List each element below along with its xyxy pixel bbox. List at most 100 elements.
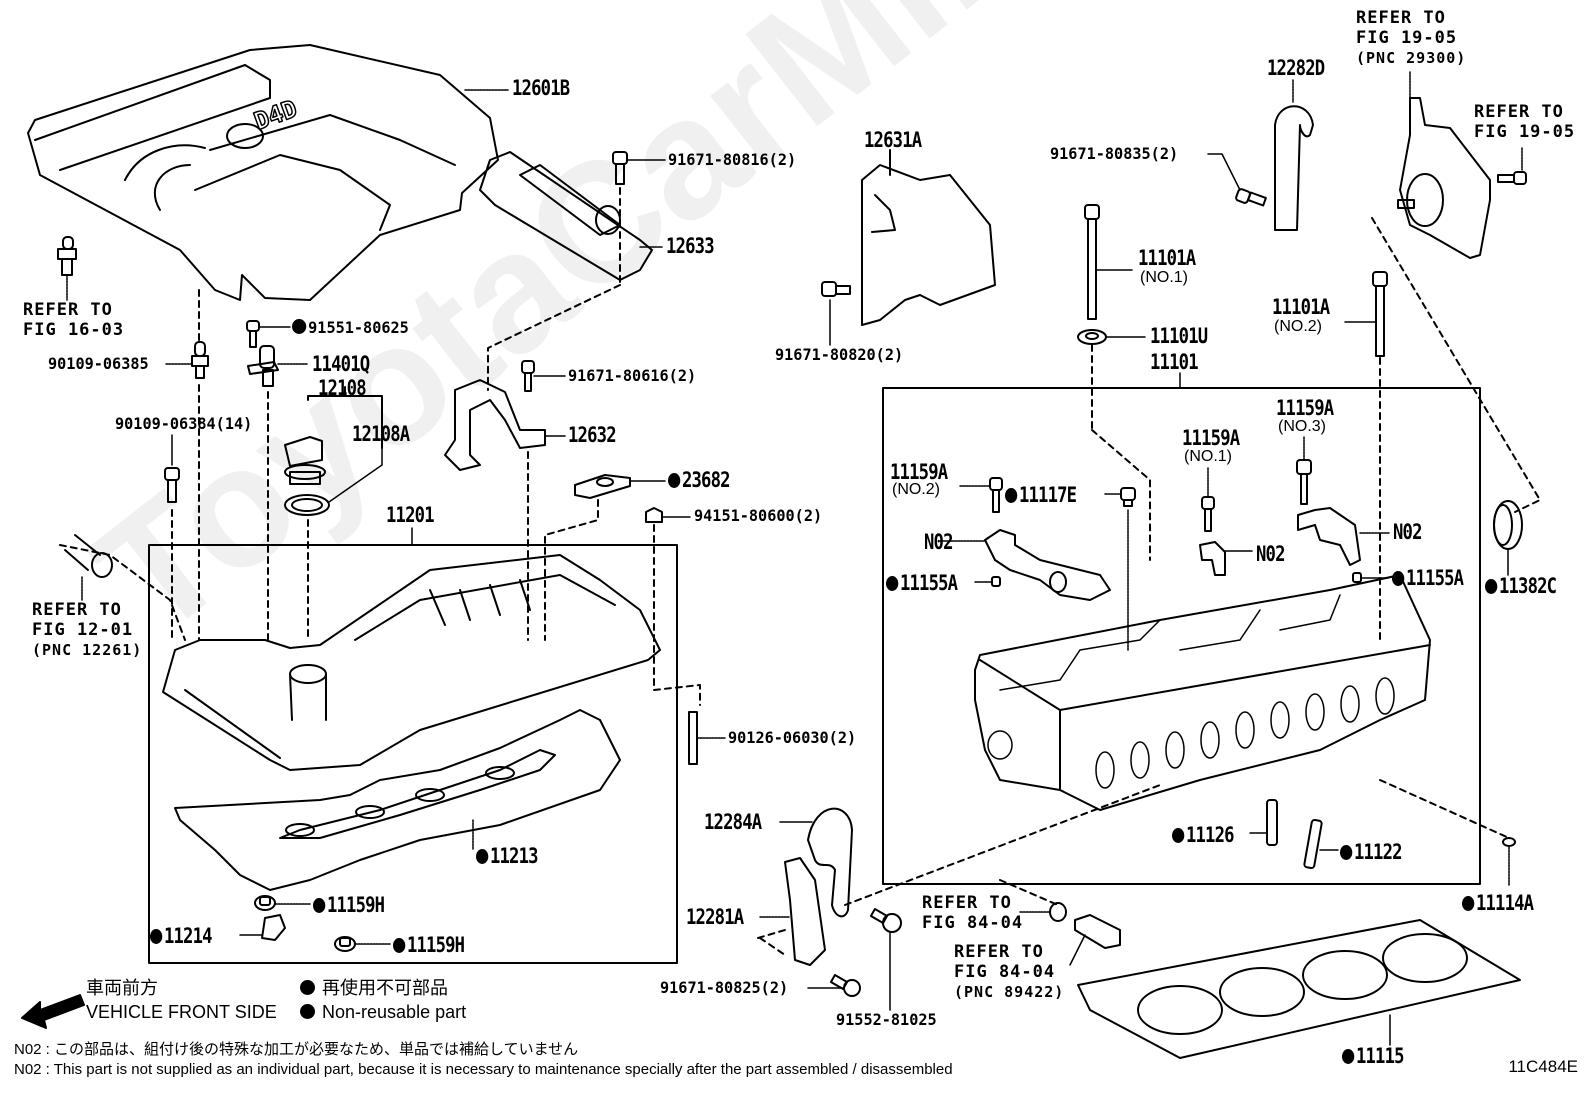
part-label-11214[interactable]: 11214	[150, 926, 213, 947]
part-label-n02-b[interactable]: N02	[1256, 542, 1285, 566]
refer-fig-84-04[interactable]: REFER TO FIG 84-04	[922, 893, 1024, 933]
part-label-94151-80600[interactable]: 94151-80600(2)	[694, 506, 823, 525]
dowel-11155a-a-drawing	[974, 576, 1001, 587]
part-sublabel-no1: (NO.1)	[1184, 448, 1232, 465]
part-label-90126-06030[interactable]: 90126-06030(2)	[728, 728, 857, 747]
part-label-90109-06384[interactable]: 90109-06384(14)	[115, 414, 253, 433]
part-sublabel-no1: (NO.1)	[1140, 269, 1188, 286]
refer-fig-16-03[interactable]: REFER TO FIG 16-03	[23, 300, 125, 340]
non-reusable-dot-icon	[1005, 488, 1018, 503]
part-label-12108a[interactable]: 12108A	[352, 422, 410, 446]
part-label-91552-81025[interactable]: 91552-81025	[836, 1010, 937, 1029]
non-reusable-dot-icon	[1392, 571, 1405, 586]
refer-fig-84-04-pnc[interactable]: REFER TO FIG 84-04 (PNC 89422)	[954, 942, 1065, 1001]
part-label-n02-a[interactable]: N02	[924, 530, 953, 554]
hook-12282d-drawing	[1274, 79, 1314, 231]
bolt-91671-80816-drawing	[487, 151, 666, 391]
bearing-cap-no3-drawing	[1297, 507, 1391, 566]
part-label-12601b[interactable]: 12601B	[512, 76, 570, 100]
part-label-11159h-b[interactable]: 11159H	[393, 935, 465, 956]
non-reusable-dot-icon	[393, 938, 406, 953]
cylinder-head-group-box	[882, 387, 1481, 885]
non-reusable-dot-icon	[886, 576, 899, 591]
part-sublabel-no2: (NO.2)	[1274, 318, 1322, 335]
hose-refer-12-01-icon	[64, 534, 113, 578]
vehicle-front-legend: 車両前方 VEHICLE FRONT SIDE	[86, 978, 277, 1022]
note-n02-en: N02 : This part is not supplied as an in…	[14, 1061, 953, 1078]
part-label-91671-80616[interactable]: 91671-80616(2)	[568, 366, 697, 385]
part-label-n02-c[interactable]: N02	[1393, 520, 1422, 544]
refer-fig-19-05-pnc[interactable]: REFER TO FIG 19-05 (PNC 29300)	[1356, 8, 1467, 67]
part-label-11101a-no2[interactable]: 11101A	[1272, 295, 1330, 319]
part-label-12282d[interactable]: 12282D	[1267, 56, 1325, 80]
note-n02-jp: N02 : この部品は、組付け後の特殊な加工が必要なため、単品では補給していませ…	[14, 1041, 579, 1058]
part-label-11382c[interactable]: 11382C	[1485, 576, 1557, 597]
non-reusable-dot-icon	[300, 980, 315, 995]
vacuum-pump-drawing	[1371, 71, 1541, 513]
bracket-12632-drawing	[444, 360, 566, 641]
refer-fig-12-01[interactable]: REFER TO FIG 12-01 (PNC 12261)	[32, 600, 143, 659]
seal-11159h-a-drawing	[254, 895, 311, 911]
engine-hanger-12281a-drawing	[757, 857, 826, 966]
bearing-cap-no2-drawing	[939, 529, 1111, 601]
part-label-11126[interactable]: 11126	[1172, 825, 1235, 846]
oil-seal-11382c-drawing	[1493, 500, 1523, 576]
part-label-11117e[interactable]: 11117E	[1005, 485, 1077, 506]
engine-hanger-12284a-drawing	[779, 807, 853, 918]
non-reusable-dot-icon	[150, 929, 163, 944]
part-label-11101[interactable]: 11101	[1150, 350, 1199, 374]
non-reusable-dot-icon	[1485, 579, 1498, 594]
part-label-11122[interactable]: 11122	[1340, 842, 1403, 863]
part-label-11115[interactable]: 11115	[1342, 1046, 1405, 1067]
part-label-12633[interactable]: 12633	[666, 234, 715, 258]
bolt-11159a-no1-drawing	[1201, 467, 1215, 532]
part-label-11101a-no1[interactable]: 11101A	[1138, 246, 1196, 270]
seal-11214-drawing	[239, 914, 286, 941]
part-label-12632[interactable]: 12632	[568, 423, 617, 447]
part-label-90109-06385[interactable]: 90109-06385	[48, 354, 149, 373]
part-label-11155a-a[interactable]: 11155A	[886, 573, 958, 594]
part-label-23682[interactable]: 23682	[668, 470, 731, 491]
cylinder-head-drawing	[974, 574, 1431, 811]
part-label-11159a-no3[interactable]: 11159A	[1276, 396, 1334, 420]
valve-guide-11122-drawing	[1303, 818, 1339, 870]
non-reusable-dot-icon	[476, 849, 489, 864]
cylinder-head-cover-drawing	[59, 534, 661, 771]
part-label-91671-80820[interactable]: 91671-80820(2)	[775, 345, 904, 364]
refer-fig-19-05[interactable]: REFER TO FIG 19-05	[1474, 102, 1576, 142]
nut-94151-80600-drawing	[645, 507, 701, 706]
non-reusable-legend: 再使用不可部品 Non-reusable part	[300, 976, 466, 1024]
sensor-11401q-drawing	[247, 345, 309, 641]
non-reusable-dot-icon	[1342, 1049, 1355, 1064]
non-reusable-dot-icon	[668, 473, 681, 488]
part-label-11159h-a[interactable]: 11159H	[313, 895, 385, 916]
head-gasket-drawing	[1077, 919, 1521, 1059]
part-label-11201[interactable]: 11201	[386, 503, 435, 527]
part-label-91671-80816[interactable]: 91671-80816(2)	[668, 150, 797, 169]
part-label-11213[interactable]: 11213	[476, 846, 539, 867]
part-label-11101u[interactable]: 11101U	[1150, 324, 1208, 348]
bolt-91552-81025-drawing	[869, 908, 902, 1011]
part-label-11401q[interactable]: 11401Q	[312, 352, 370, 376]
part-label-11114a[interactable]: 11114A	[1462, 893, 1534, 914]
part-label-11155a-b[interactable]: 11155A	[1392, 568, 1464, 589]
part-label-91551-80625[interactable]: 91551-80625	[292, 319, 409, 336]
head-bolt-no1-drawing	[1077, 204, 1151, 561]
valve-guide-11126-drawing	[1249, 799, 1278, 846]
part-label-11159a-no1[interactable]: 11159A	[1182, 426, 1240, 450]
bolt-91671-80616-icon	[521, 360, 535, 392]
dashed-line-hanger	[844, 784, 1161, 906]
oil-filler-cap-drawing	[284, 386, 383, 641]
non-reusable-dot-icon	[292, 319, 307, 334]
part-label-12631a[interactable]: 12631A	[864, 128, 922, 152]
part-label-12108[interactable]: 12108	[318, 376, 367, 400]
bracket-12631a-drawing	[821, 149, 996, 346]
bearing-cap-no1-drawing	[1199, 541, 1253, 576]
engine-cover-drawing: D4D	[27, 44, 499, 301]
part-label-12284a[interactable]: 12284A	[704, 810, 762, 834]
part-label-12281a[interactable]: 12281A	[686, 905, 744, 929]
part-label-91671-80835[interactable]: 91671-80835(2)	[1050, 144, 1179, 163]
part-label-11159a-no2[interactable]: 11159A	[890, 460, 948, 484]
part-label-91671-80825[interactable]: 91671-80825(2)	[660, 978, 789, 997]
